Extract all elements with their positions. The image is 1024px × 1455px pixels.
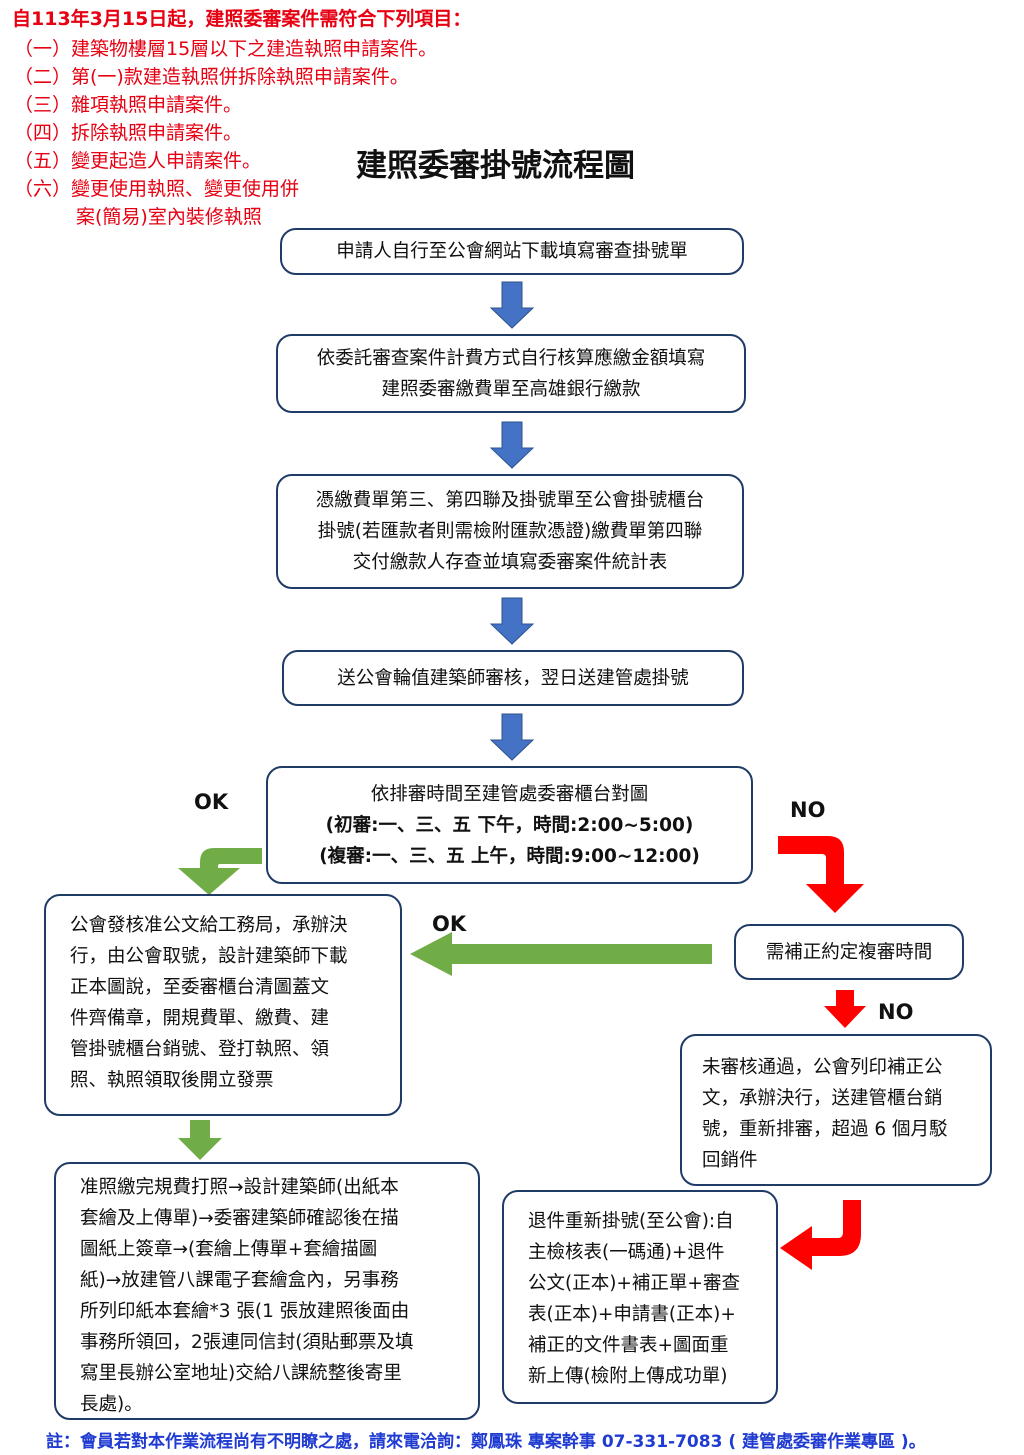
green-curved-arrow-ok — [178, 826, 262, 895]
step-download-form-text: 申請人自行至公會網站下載填寫審查掛號單 — [336, 241, 688, 262]
step-approval-line-5: 管掛號櫃台銷號、登打執照、領 — [70, 1039, 330, 1060]
notice-item-4: （四）拆除執照申請案件。 — [14, 122, 243, 144]
blue-down-arrow-3 — [489, 597, 535, 645]
step-architect-review: 送公會輪值建築師審核，翌日送建管處掛號 — [282, 650, 744, 706]
notice-item-1: （一）建築物樓層15層以下之建造執照申請案件。 — [14, 38, 438, 60]
notice-item-5: （五）變更起造人申請案件。 — [14, 150, 262, 172]
step-rejected-line-4: 回銷件 — [702, 1150, 758, 1171]
step-pay-fee: 依委託審查案件計費方式自行核算應繳金額填寫 建照委審繳費單至高雄銀行繳款 — [276, 334, 746, 413]
step-license-issue: 准照繳完規費打照→設計建築師(出紙本 套繪及上傳單)→委審建築師確認後在描 圖紙… — [54, 1162, 480, 1420]
step-register: 憑繳費單第三、第四聯及掛號單至公會掛號櫃台 掛號(若匯款者則需檢附匯款憑證)繳費… — [276, 474, 744, 589]
step-approval-line-6: 照、執照領取後開立發票 — [70, 1070, 274, 1091]
step-approval-line-3: 正本圖說，至委審櫃台清圖蓋文 — [70, 977, 330, 998]
notice-heading: 自113年3月15日起，建照委審案件需符合下列項目： — [12, 8, 472, 30]
label-no-right: NO — [790, 798, 826, 822]
step-approval-line-1: 公會發核准公文給工務局，承辦決 — [70, 915, 348, 936]
step-rejected: 未審核通過，公會列印補正公 文，承辦決行，送建管櫃台銷 號，重新排審，超過 6 … — [680, 1034, 992, 1186]
step-resubmit-line-4: 表(正本)+申請書(正本)+ — [528, 1304, 736, 1325]
step-register-line-1: 憑繳費單第三、第四聯及掛號單至公會掛號櫃台 — [315, 490, 705, 511]
step-download-form: 申請人自行至公會網站下載填寫審查掛號單 — [280, 228, 744, 275]
step-resubmit-line-6: 新上傳(檢附上傳成功單) — [528, 1366, 728, 1387]
step-approval-line-2: 行，由公會取號，設計建築師下載 — [70, 946, 348, 967]
step-license-issue-line-8: 長處)。 — [80, 1394, 143, 1415]
notice-item-3: （三）雜項執照申請案件。 — [14, 94, 243, 116]
step-resubmit-line-2: 主檢核表(一碼通)+退件 — [528, 1242, 725, 1263]
red-curved-arrow-resubmit — [780, 1200, 861, 1270]
notice-item-2: （二）第(一)款建造執照併拆除執照申請案件。 — [14, 66, 409, 88]
footer-note: 註：會員若對本作業流程尚有不明瞭之處，請來電洽詢：鄭鳳珠 專案幹事 07-331… — [46, 1432, 926, 1452]
step-pay-fee-line-2: 建照委審繳費單至高雄銀行繳款 — [381, 378, 641, 400]
step-rejected-line-1: 未審核通過，公會列印補正公 — [702, 1057, 943, 1078]
step-schedule-review-line-2: (初審:一、三、五 下午，時間:2:00~5:00) — [325, 814, 694, 836]
notice-item-6: （六）變更使用執照、變更使用併 — [14, 178, 300, 200]
step-license-issue-line-6: 事務所領回，2張連同信封(須貼郵票及填 — [80, 1332, 414, 1353]
step-correction: 需補正約定複審時間 — [734, 924, 964, 980]
flowchart-title: 建照委審掛號流程圖 — [356, 148, 635, 184]
step-pay-fee-line-1: 依委託審查案件計費方式自行核算應繳金額填寫 — [316, 347, 706, 369]
blue-down-arrow-2 — [489, 421, 535, 469]
step-rejected-line-3: 號，重新排審，超過 6 個月駁 — [702, 1119, 948, 1140]
step-license-issue-line-3: 圖紙上簽章→(套繪上傳單+套繪描圖 — [80, 1239, 378, 1260]
step-approval: 公會發核准公文給工務局，承辦決 行，由公會取號，設計建築師下載 正本圖說，至委審… — [44, 894, 402, 1116]
label-ok-left: OK — [194, 790, 229, 814]
label-no-lower: NO — [878, 1000, 914, 1024]
step-resubmit-line-1: 退件重新掛號(至公會):自 — [528, 1211, 734, 1232]
green-down-arrow — [178, 1120, 222, 1160]
step-license-issue-line-2: 套繪及上傳單)→委審建築師確認後在描 — [80, 1208, 399, 1229]
step-resubmit: 退件重新掛號(至公會):自 主檢核表(一碼通)+退件 公文(正本)+補正單+審查… — [502, 1190, 778, 1404]
step-resubmit-line-3: 公文(正本)+補正單+審查 — [528, 1273, 740, 1294]
blue-down-arrow-4 — [489, 713, 535, 761]
step-license-issue-line-4: 紙)→放建管八課電子套繪盒內，另事務 — [80, 1270, 399, 1291]
step-schedule-review: 依排審時間至建管處委審櫃台對圖 (初審:一、三、五 下午，時間:2:00~5:0… — [266, 766, 753, 884]
step-license-issue-line-5: 所列印紙本套繪*3 張(1 張放建照後面由 — [80, 1301, 410, 1322]
step-resubmit-line-5: 補正的文件書表+圖面重 — [528, 1335, 729, 1356]
step-register-line-2: 掛號(若匯款者則需檢附匯款憑證)繳費單第四聯 — [317, 521, 703, 542]
red-down-arrow-no — [824, 990, 866, 1028]
red-curved-arrow-no — [778, 836, 864, 913]
step-rejected-line-2: 文，承辦決行，送建管櫃台銷 — [702, 1088, 943, 1109]
step-schedule-review-line-3: (複審:一、三、五 上午，時間:9:00~12:00) — [319, 845, 700, 867]
step-approval-line-4: 件齊備章，開規費單、繳費、建 — [70, 1008, 330, 1029]
label-ok-middle: OK — [432, 912, 467, 936]
green-left-arrow-ok — [410, 932, 712, 976]
step-correction-text: 需補正約定複審時間 — [765, 941, 933, 963]
step-license-issue-line-7: 寫里長辦公室地址)交給八課統整後寄里 — [80, 1363, 402, 1384]
step-architect-review-text: 送公會輪值建築師審核，翌日送建管處掛號 — [337, 667, 689, 689]
notice-item-6-cont: 案(簡易)室內裝修執照 — [76, 206, 262, 228]
step-register-line-3: 交付繳款人存查並填寫委審案件統計表 — [352, 552, 668, 573]
blue-down-arrow-1 — [489, 281, 535, 329]
step-schedule-review-line-1: 依排審時間至建管處委審櫃台對圖 — [370, 783, 649, 805]
step-license-issue-line-1: 准照繳完規費打照→設計建築師(出紙本 — [80, 1177, 399, 1198]
